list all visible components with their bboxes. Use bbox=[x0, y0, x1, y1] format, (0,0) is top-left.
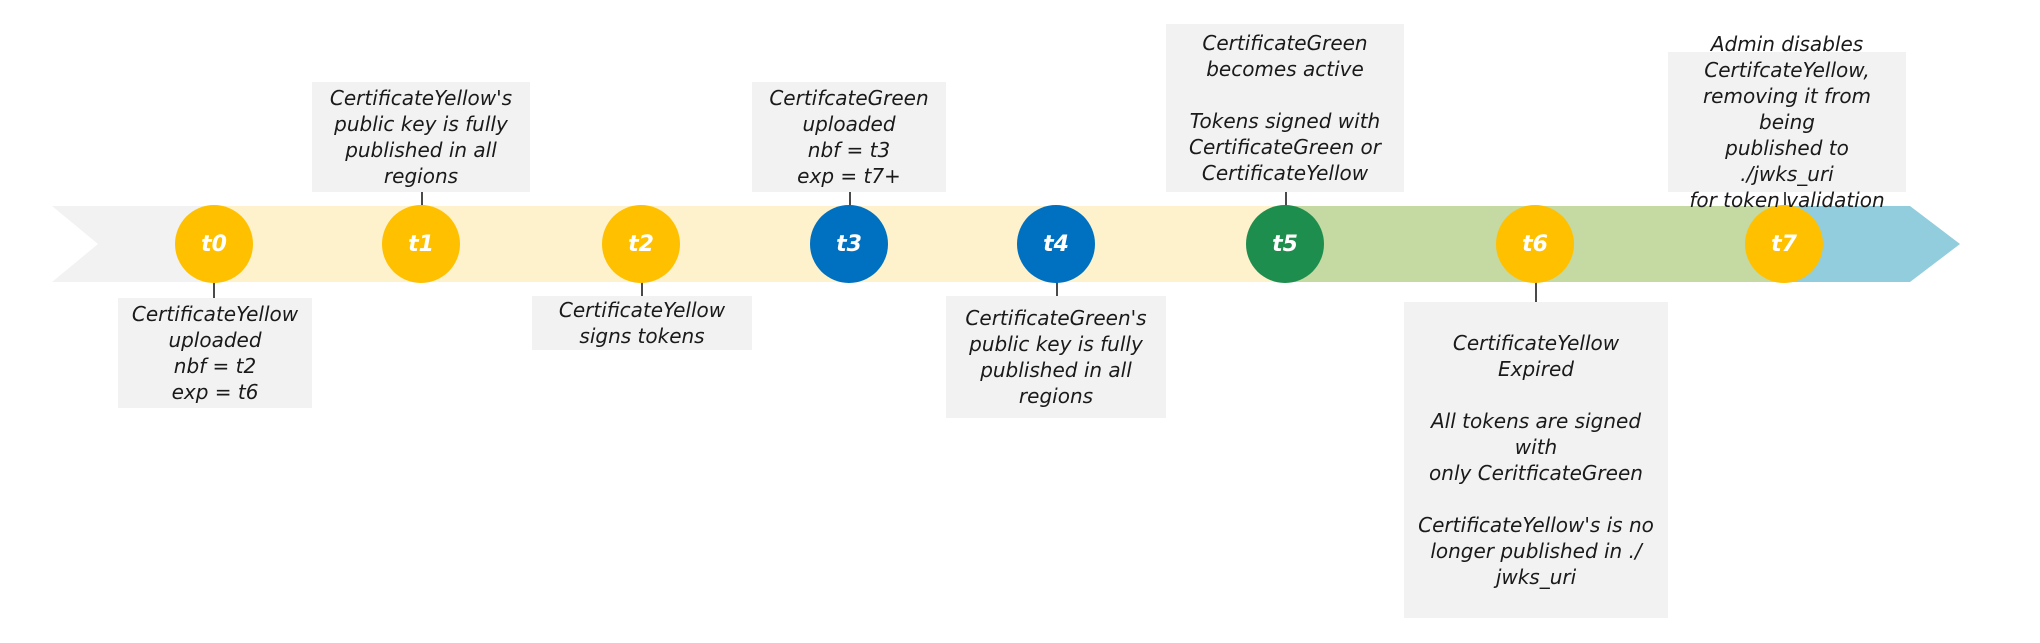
note-t4: CertificateGreen's public key is fully p… bbox=[946, 296, 1166, 418]
timeline-node-t5: t5 bbox=[1246, 205, 1324, 283]
connector-t7 bbox=[1784, 192, 1786, 208]
node-label: t7 bbox=[1771, 231, 1797, 257]
note-t6: CertificateYellow Expired All tokens are… bbox=[1404, 302, 1668, 618]
note-text: CertificateGreen becomes active Tokens s… bbox=[1188, 31, 1382, 185]
timeline-node-t0: t0 bbox=[175, 205, 253, 283]
connector-t5 bbox=[1285, 192, 1287, 208]
connector-t0 bbox=[213, 282, 215, 298]
note-t0: CertificateYellow uploaded nbf = t2 exp … bbox=[118, 298, 312, 408]
note-t5: CertificateGreen becomes active Tokens s… bbox=[1166, 24, 1404, 192]
timeline-phase-pre-active bbox=[212, 206, 1286, 282]
node-label: t6 bbox=[1522, 231, 1548, 257]
timeline-node-t7: t7 bbox=[1745, 205, 1823, 283]
note-t2: CertificateYellow signs tokens bbox=[532, 296, 752, 350]
note-text: CertificateYellow's public key is fully … bbox=[329, 86, 513, 188]
timeline-node-t6: t6 bbox=[1496, 205, 1574, 283]
node-label: t1 bbox=[408, 231, 434, 257]
note-t1: CertificateYellow's public key is fully … bbox=[312, 82, 530, 192]
connector-t2 bbox=[641, 282, 643, 296]
timeline-node-t3: t3 bbox=[810, 205, 888, 283]
timeline-node-t4: t4 bbox=[1017, 205, 1095, 283]
note-t7: Admin disables CertifcateYellow, removin… bbox=[1668, 32, 1906, 212]
note-text: CertificateYellow Expired All tokens are… bbox=[1418, 331, 1654, 589]
connector-t6 bbox=[1535, 282, 1537, 302]
note-text: CertificateYellow uploaded nbf = t2 exp … bbox=[131, 302, 299, 404]
node-label: t3 bbox=[836, 231, 862, 257]
note-text: CertificateYellow signs tokens bbox=[558, 298, 726, 348]
node-label: t2 bbox=[628, 231, 654, 257]
note-text: CertifcateGreen uploaded nbf = t3 exp = … bbox=[769, 86, 929, 188]
note-text: CertificateGreen's public key is fully p… bbox=[965, 306, 1147, 408]
connector-t3 bbox=[849, 192, 851, 208]
node-label: t4 bbox=[1043, 231, 1069, 257]
node-label: t5 bbox=[1272, 231, 1298, 257]
connector-t1 bbox=[421, 192, 423, 208]
timeline-start-chevron bbox=[52, 206, 212, 282]
note-t3: CertifcateGreen uploaded nbf = t3 exp = … bbox=[752, 82, 946, 192]
timeline-node-t2: t2 bbox=[602, 205, 680, 283]
timeline-node-t1: t1 bbox=[382, 205, 460, 283]
node-label: t0 bbox=[201, 231, 227, 257]
timeline-arrow-head bbox=[1786, 206, 1960, 282]
connector-t4 bbox=[1056, 282, 1058, 296]
note-text: Admin disables CertifcateYellow, removin… bbox=[1689, 32, 1885, 212]
